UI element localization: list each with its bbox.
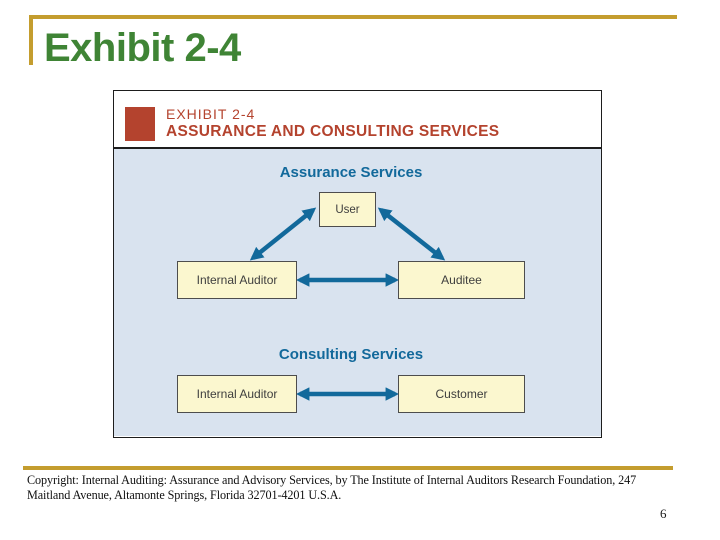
page-number: 6	[660, 506, 667, 521]
consulting-services-title: Consulting Services	[278, 346, 424, 363]
slide-title: Exhibit 2-4	[44, 26, 241, 70]
exhibit-red-square	[125, 107, 155, 141]
exhibit-panel: EXHIBIT 2-4 ASSURANCE AND CONSULTING SER…	[113, 90, 602, 438]
customer-box: Customer	[398, 375, 525, 413]
internal-auditor-box-assurance: Internal Auditor	[177, 261, 297, 299]
double-arrow-user-auditee	[377, 207, 446, 261]
assurance-services-title: Assurance Services	[279, 164, 423, 181]
exhibit-header-text: EXHIBIT 2-4 ASSURANCE AND CONSULTING SER…	[166, 106, 499, 141]
title-accent-line	[29, 15, 33, 65]
bottom-accent-line	[23, 466, 673, 470]
double-arrow-auditor-user	[249, 207, 317, 261]
exhibit-diagram: Assurance Services User Internal Auditor…	[114, 147, 601, 436]
copyright-line-1: Copyright: Internal Auditing: Assurance …	[27, 473, 637, 487]
top-accent-line	[30, 15, 677, 19]
auditee-box: Auditee	[398, 261, 525, 299]
exhibit-title: ASSURANCE AND CONSULTING SERVICES	[166, 123, 500, 140]
copyright-line-2: Maitland Avenue, Altamonte Springs, Flor…	[27, 488, 342, 502]
exhibit-label: EXHIBIT 2-4	[166, 106, 256, 122]
user-box: User	[319, 192, 376, 227]
copyright-text: Copyright: Internal Auditing: Assurance …	[27, 473, 687, 503]
internal-auditor-box-consulting: Internal Auditor	[177, 375, 297, 413]
diagram-arrows	[249, 207, 446, 401]
exhibit-header: EXHIBIT 2-4 ASSURANCE AND CONSULTING SER…	[114, 91, 601, 147]
